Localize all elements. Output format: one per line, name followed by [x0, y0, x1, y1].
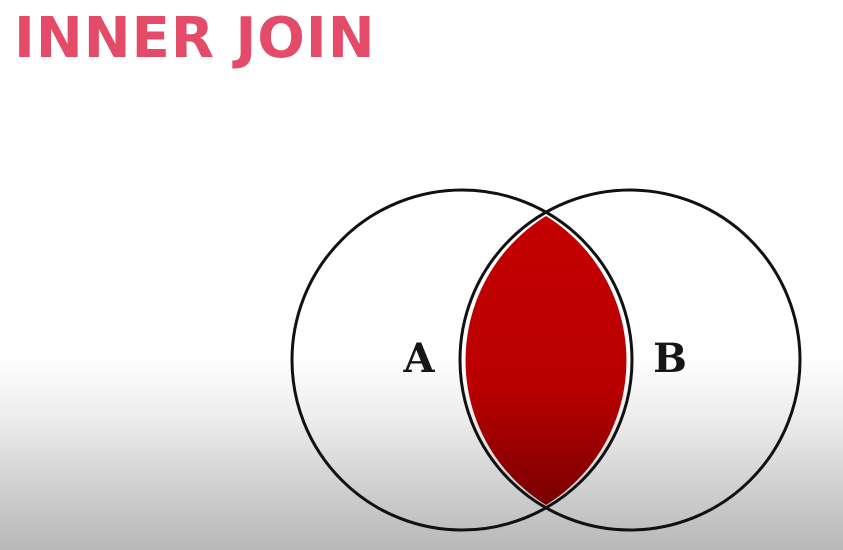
intersection-region	[465, 216, 627, 505]
set-b-label: B	[653, 335, 687, 382]
set-a-circle	[290, 188, 634, 532]
set-b-circle	[458, 188, 802, 532]
set-a-label: A	[402, 335, 435, 382]
slide-title: INNER JOIN	[14, 6, 376, 71]
